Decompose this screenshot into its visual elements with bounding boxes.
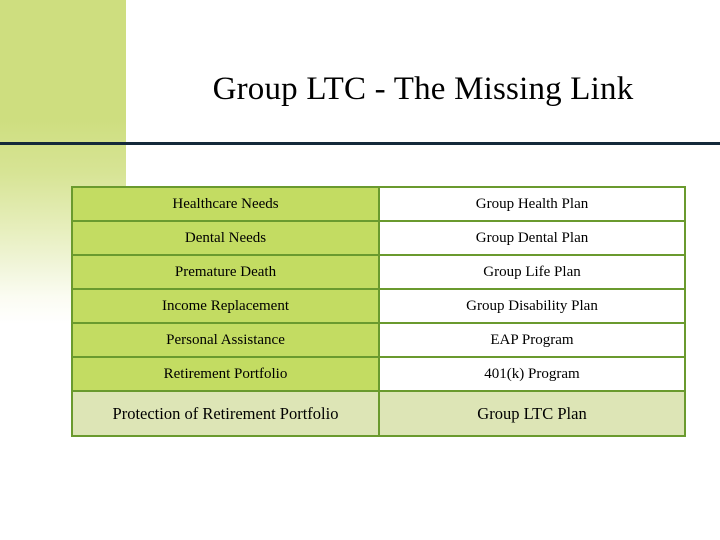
need-cell: Personal Assistance xyxy=(71,322,380,358)
need-cell: Healthcare Needs xyxy=(71,186,380,222)
plan-cell: Group Disability Plan xyxy=(378,288,686,324)
need-cell: Protection of Retirement Portfolio xyxy=(71,390,380,437)
table-row: Income Replacement Group Disability Plan xyxy=(71,288,686,324)
table-row: Premature Death Group Life Plan xyxy=(71,254,686,290)
plan-cell: Group Dental Plan xyxy=(378,220,686,256)
plan-cell: Group Health Plan xyxy=(378,186,686,222)
need-cell: Retirement Portfolio xyxy=(71,356,380,392)
table-row: Healthcare Needs Group Health Plan xyxy=(71,186,686,222)
title-divider-rule xyxy=(0,142,720,145)
title-block: Group LTC - The Missing Link xyxy=(126,44,720,136)
table-row: Retirement Portfolio 401(k) Program xyxy=(71,356,686,392)
table-row: Dental Needs Group Dental Plan xyxy=(71,220,686,256)
plan-cell: EAP Program xyxy=(378,322,686,358)
table-row-highlight: Protection of Retirement Portfolio Group… xyxy=(71,390,686,437)
benefits-table: Healthcare Needs Group Health Plan Denta… xyxy=(71,186,686,437)
need-cell: Dental Needs xyxy=(71,220,380,256)
plan-cell: Group LTC Plan xyxy=(378,390,686,437)
table-row: Personal Assistance EAP Program xyxy=(71,322,686,358)
need-cell: Income Replacement xyxy=(71,288,380,324)
need-cell: Premature Death xyxy=(71,254,380,290)
plan-cell: 401(k) Program xyxy=(378,356,686,392)
page-title: Group LTC - The Missing Link xyxy=(212,71,634,108)
plan-cell: Group Life Plan xyxy=(378,254,686,290)
